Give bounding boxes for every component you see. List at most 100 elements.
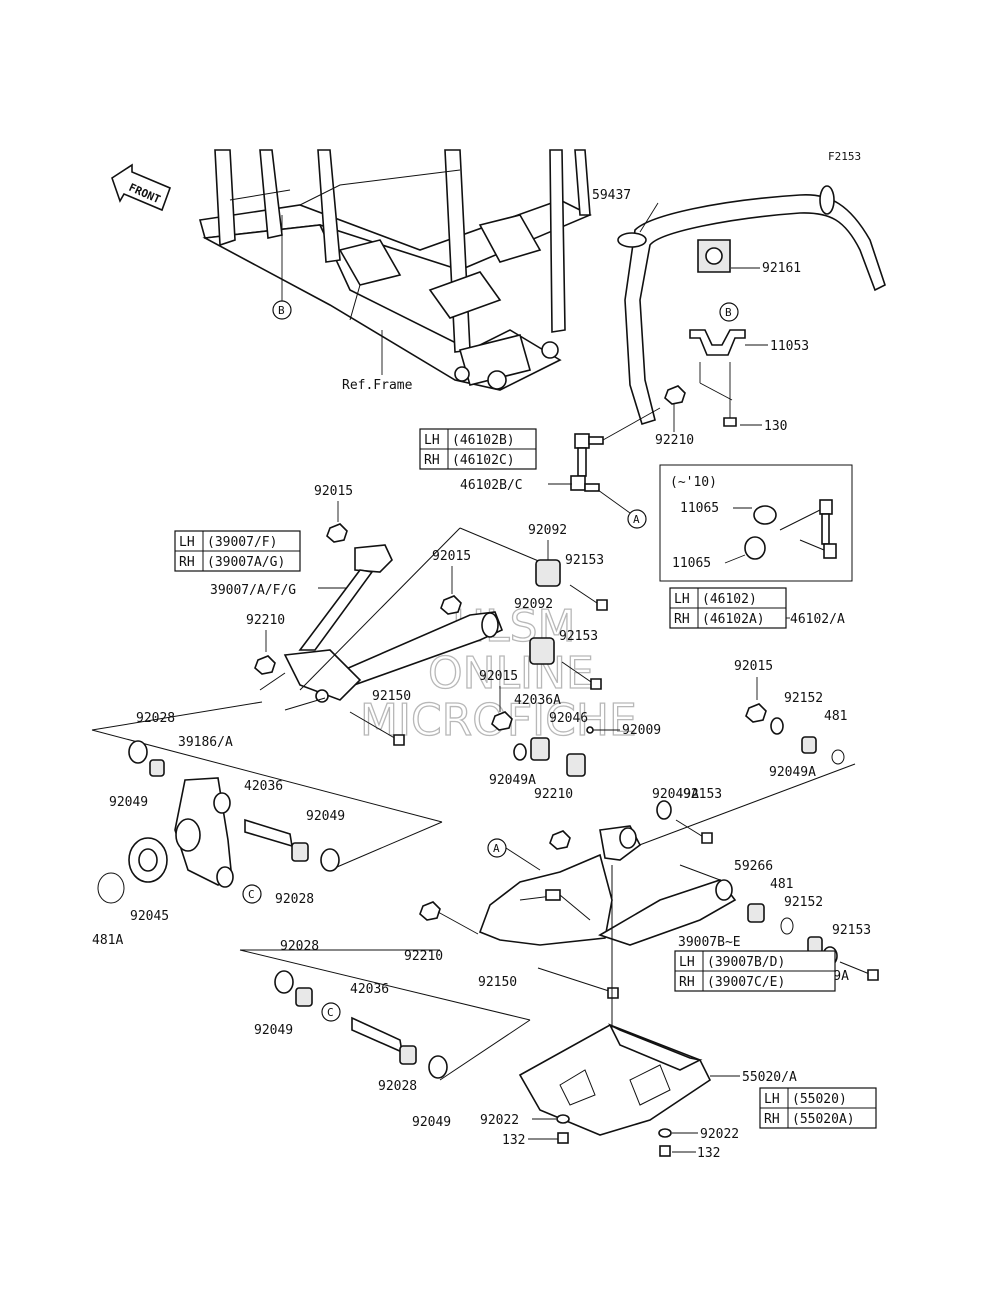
part-92045: 92045 (130, 909, 169, 924)
part-92022-b: 92022 (700, 1127, 739, 1142)
part-92152-b: 92152 (784, 895, 823, 910)
part-92028-a: 92028 (136, 711, 175, 726)
callout-c-bushing-label: C (327, 1006, 334, 1019)
part-59266: 59266 (734, 859, 773, 874)
variant-table-link-old: LH (46102) RH (46102A) (669, 587, 787, 629)
part-92049a-b: 92049A (769, 765, 816, 780)
watermark-line-2: ONLINE (428, 648, 594, 699)
link-46102bc (570, 433, 604, 492)
part-92150-a: 92150 (372, 689, 411, 704)
part-92092-b: 92092 (514, 597, 553, 612)
inset-box (659, 464, 853, 582)
part-92022-a: 92022 (480, 1113, 519, 1128)
callout-b-clamp (719, 302, 739, 322)
ref-frame-label: Ref.Frame (342, 378, 413, 393)
variant-table-guard: LH (55020) RH (55020A) (759, 1087, 877, 1129)
arm-lower-rh-tag: RH (679, 975, 695, 990)
link-old-rh-tag: RH (674, 612, 690, 627)
clamp-11053 (689, 329, 746, 356)
part-92028-c: 92028 (280, 939, 319, 954)
link-old-lh: (46102) (702, 592, 757, 607)
part-92028-d: 92028 (378, 1079, 417, 1094)
variant-table-link-main: LH (46102B) RH (46102C) (419, 428, 537, 470)
part-11065-b: 11065 (672, 556, 711, 571)
part-92049-c: 92049 (254, 1023, 293, 1038)
part-92046: 92046 (549, 711, 588, 726)
callout-b-frame (272, 300, 292, 320)
stabilizer-bar (617, 185, 886, 425)
arm-lower-lh-tag: LH (679, 955, 695, 970)
part-92009: 92009 (622, 723, 661, 738)
watermark: HLSM ONLINE MICROFICHE (359, 600, 637, 746)
part-132-a: 132 (502, 1133, 525, 1148)
part-59437: 59437 (592, 188, 631, 203)
part-92210-top: 92210 (655, 433, 694, 448)
part-481a: 481A (92, 933, 123, 948)
part-92210-mid: 92210 (534, 787, 573, 802)
callout-c-knuckle (242, 884, 262, 904)
part-39186a: 39186/A (178, 735, 233, 750)
part-92152-a: 92152 (784, 691, 823, 706)
part-42036-b: 42036 (350, 982, 389, 997)
callout-b-frame-label: B (278, 304, 285, 317)
part-92049-b: 92049 (306, 809, 345, 824)
callout-b-clamp-label: B (725, 306, 732, 319)
link-main-rh: (46102C) (452, 453, 515, 468)
arm-upper-rh-tag: RH (179, 555, 195, 570)
link-old-rh: (46102A) (702, 612, 765, 627)
variant-table-arm-upper: LH (39007/F) RH (39007A/G) (174, 530, 301, 572)
part-11053: 11053 (770, 339, 809, 354)
upper-arm (283, 544, 504, 703)
arm-lower-rh: (39007C/E) (707, 975, 785, 990)
link-main-lh-tag: LH (424, 433, 440, 448)
nut-92210-top (664, 385, 686, 405)
part-481-b: 481 (770, 877, 793, 892)
lower-arm (478, 825, 737, 946)
part-92153-a: 92153 (565, 553, 604, 568)
arm-upper-lh-tag: LH (179, 535, 195, 550)
guard-rh: (55020A) (792, 1112, 855, 1127)
part-92092-a: 92092 (528, 523, 567, 538)
part-55020a: 55020/A (742, 1070, 797, 1085)
callout-a-link (627, 509, 647, 529)
part-92049a-a: 92049A (489, 773, 536, 788)
part-92153-b: 92153 (559, 629, 598, 644)
guard-lh: (55020) (792, 1092, 847, 1107)
part-92015-d: 92015 (734, 659, 773, 674)
part-92161: 92161 (762, 261, 801, 276)
part-46102bc: 46102B/C (460, 478, 523, 493)
part-130: 130 (764, 419, 787, 434)
part-92210-left: 92210 (246, 613, 285, 628)
part-39007afg: 39007/A/F/G (210, 583, 296, 598)
knuckle-39186 (174, 777, 234, 888)
part-92049a-c: 92049A (652, 787, 699, 802)
arm-lower-lh: (39007B/D) (707, 955, 785, 970)
link-old-lh-tag: LH (674, 592, 690, 607)
callout-c-knuckle-label: C (248, 888, 255, 901)
part-46102a: 46102/A (790, 612, 845, 627)
guard-rh-tag: RH (764, 1112, 780, 1127)
part-92015-c: 92015 (479, 669, 518, 684)
figure-id: F2153 (828, 150, 861, 163)
arm-upper-rh: (39007A/G) (207, 555, 285, 570)
link-main-lh: (46102B) (452, 433, 515, 448)
part-92015-a: 92015 (314, 484, 353, 499)
part-92153-c: 92153 (683, 787, 722, 802)
part-92049-d: 92049 (412, 1115, 451, 1130)
part-92153-d: 92153 (832, 923, 871, 938)
skid-guard-55020 (518, 1023, 712, 1136)
callout-a-arm-label: A (493, 842, 500, 855)
guard-lh-tag: LH (764, 1092, 780, 1107)
inset-label: (~'10) (670, 475, 717, 490)
part-92015-b: 92015 (432, 549, 471, 564)
frame-illustration (198, 149, 592, 391)
part-132-b: 132 (697, 1146, 720, 1161)
part-92150-b: 92150 (478, 975, 517, 990)
part-11065-a: 11065 (680, 501, 719, 516)
part-92049-a: 92049 (109, 795, 148, 810)
callout-c-bushing (321, 1002, 341, 1022)
variant-table-arm-lower: LH (39007B/D) RH (39007C/E) (674, 950, 836, 992)
part-481-a: 481 (824, 709, 847, 724)
front-arrow-icon: FRONT (111, 163, 172, 212)
